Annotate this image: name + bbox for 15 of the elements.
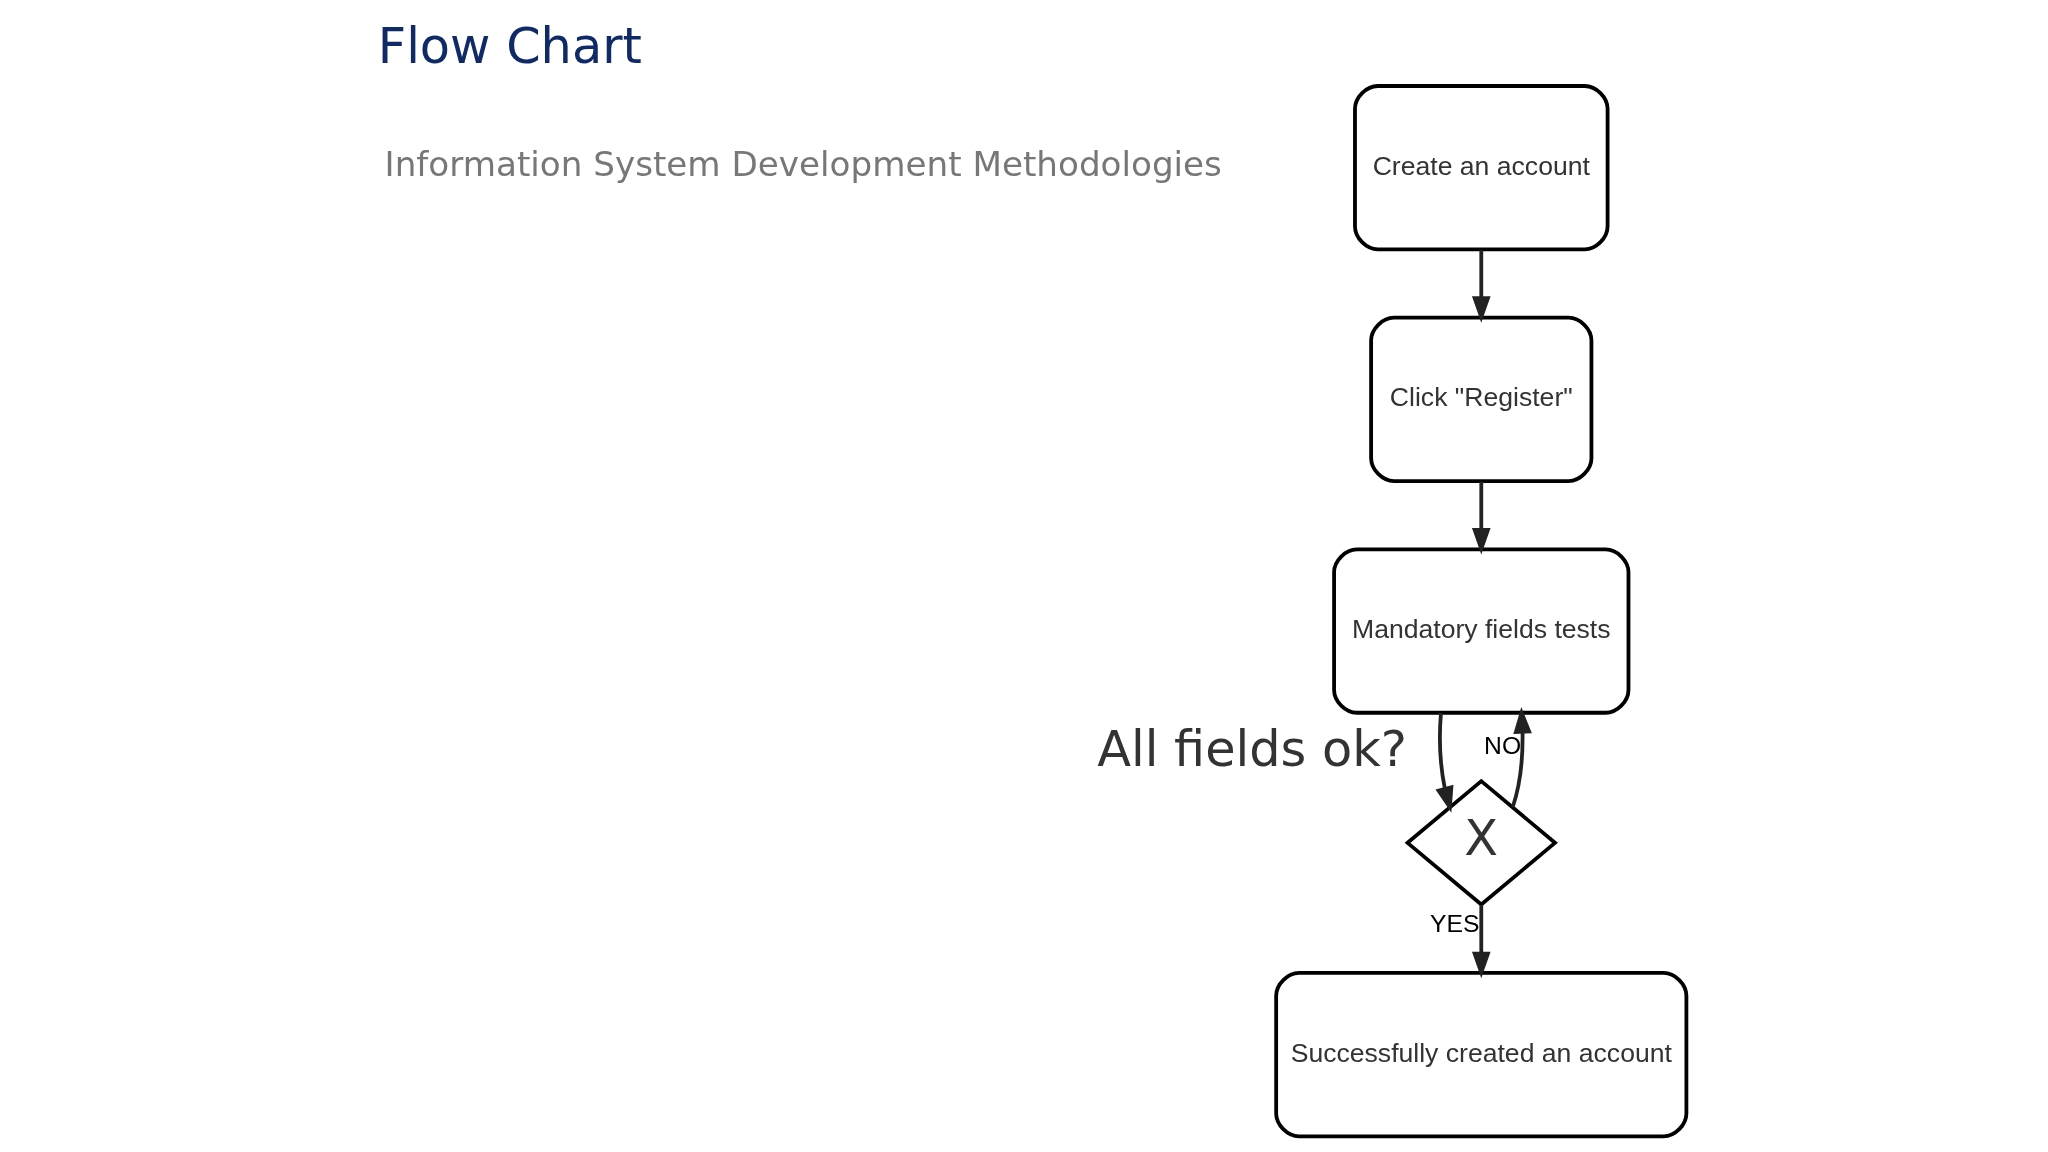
node-box: Successfully created an account xyxy=(1273,971,1688,1139)
node-diamond: X xyxy=(1404,778,1558,908)
node-box: Mandatory fields tests xyxy=(1331,547,1630,715)
node-box: Click "Register" xyxy=(1368,315,1593,483)
edge-label: YES xyxy=(1429,909,1479,937)
edge-label: NO xyxy=(1483,731,1521,759)
arrow xyxy=(1471,904,1491,979)
arrow xyxy=(1434,712,1453,813)
diagram-title: Flow Chart xyxy=(377,16,642,75)
arrow xyxy=(1471,249,1491,323)
node-box: Create an account xyxy=(1352,84,1609,252)
node-label: All fields ok? xyxy=(1096,719,1407,778)
arrow xyxy=(1510,707,1532,808)
arrow xyxy=(1471,481,1491,555)
label: Information System Development Methodologies xyxy=(384,144,1222,185)
